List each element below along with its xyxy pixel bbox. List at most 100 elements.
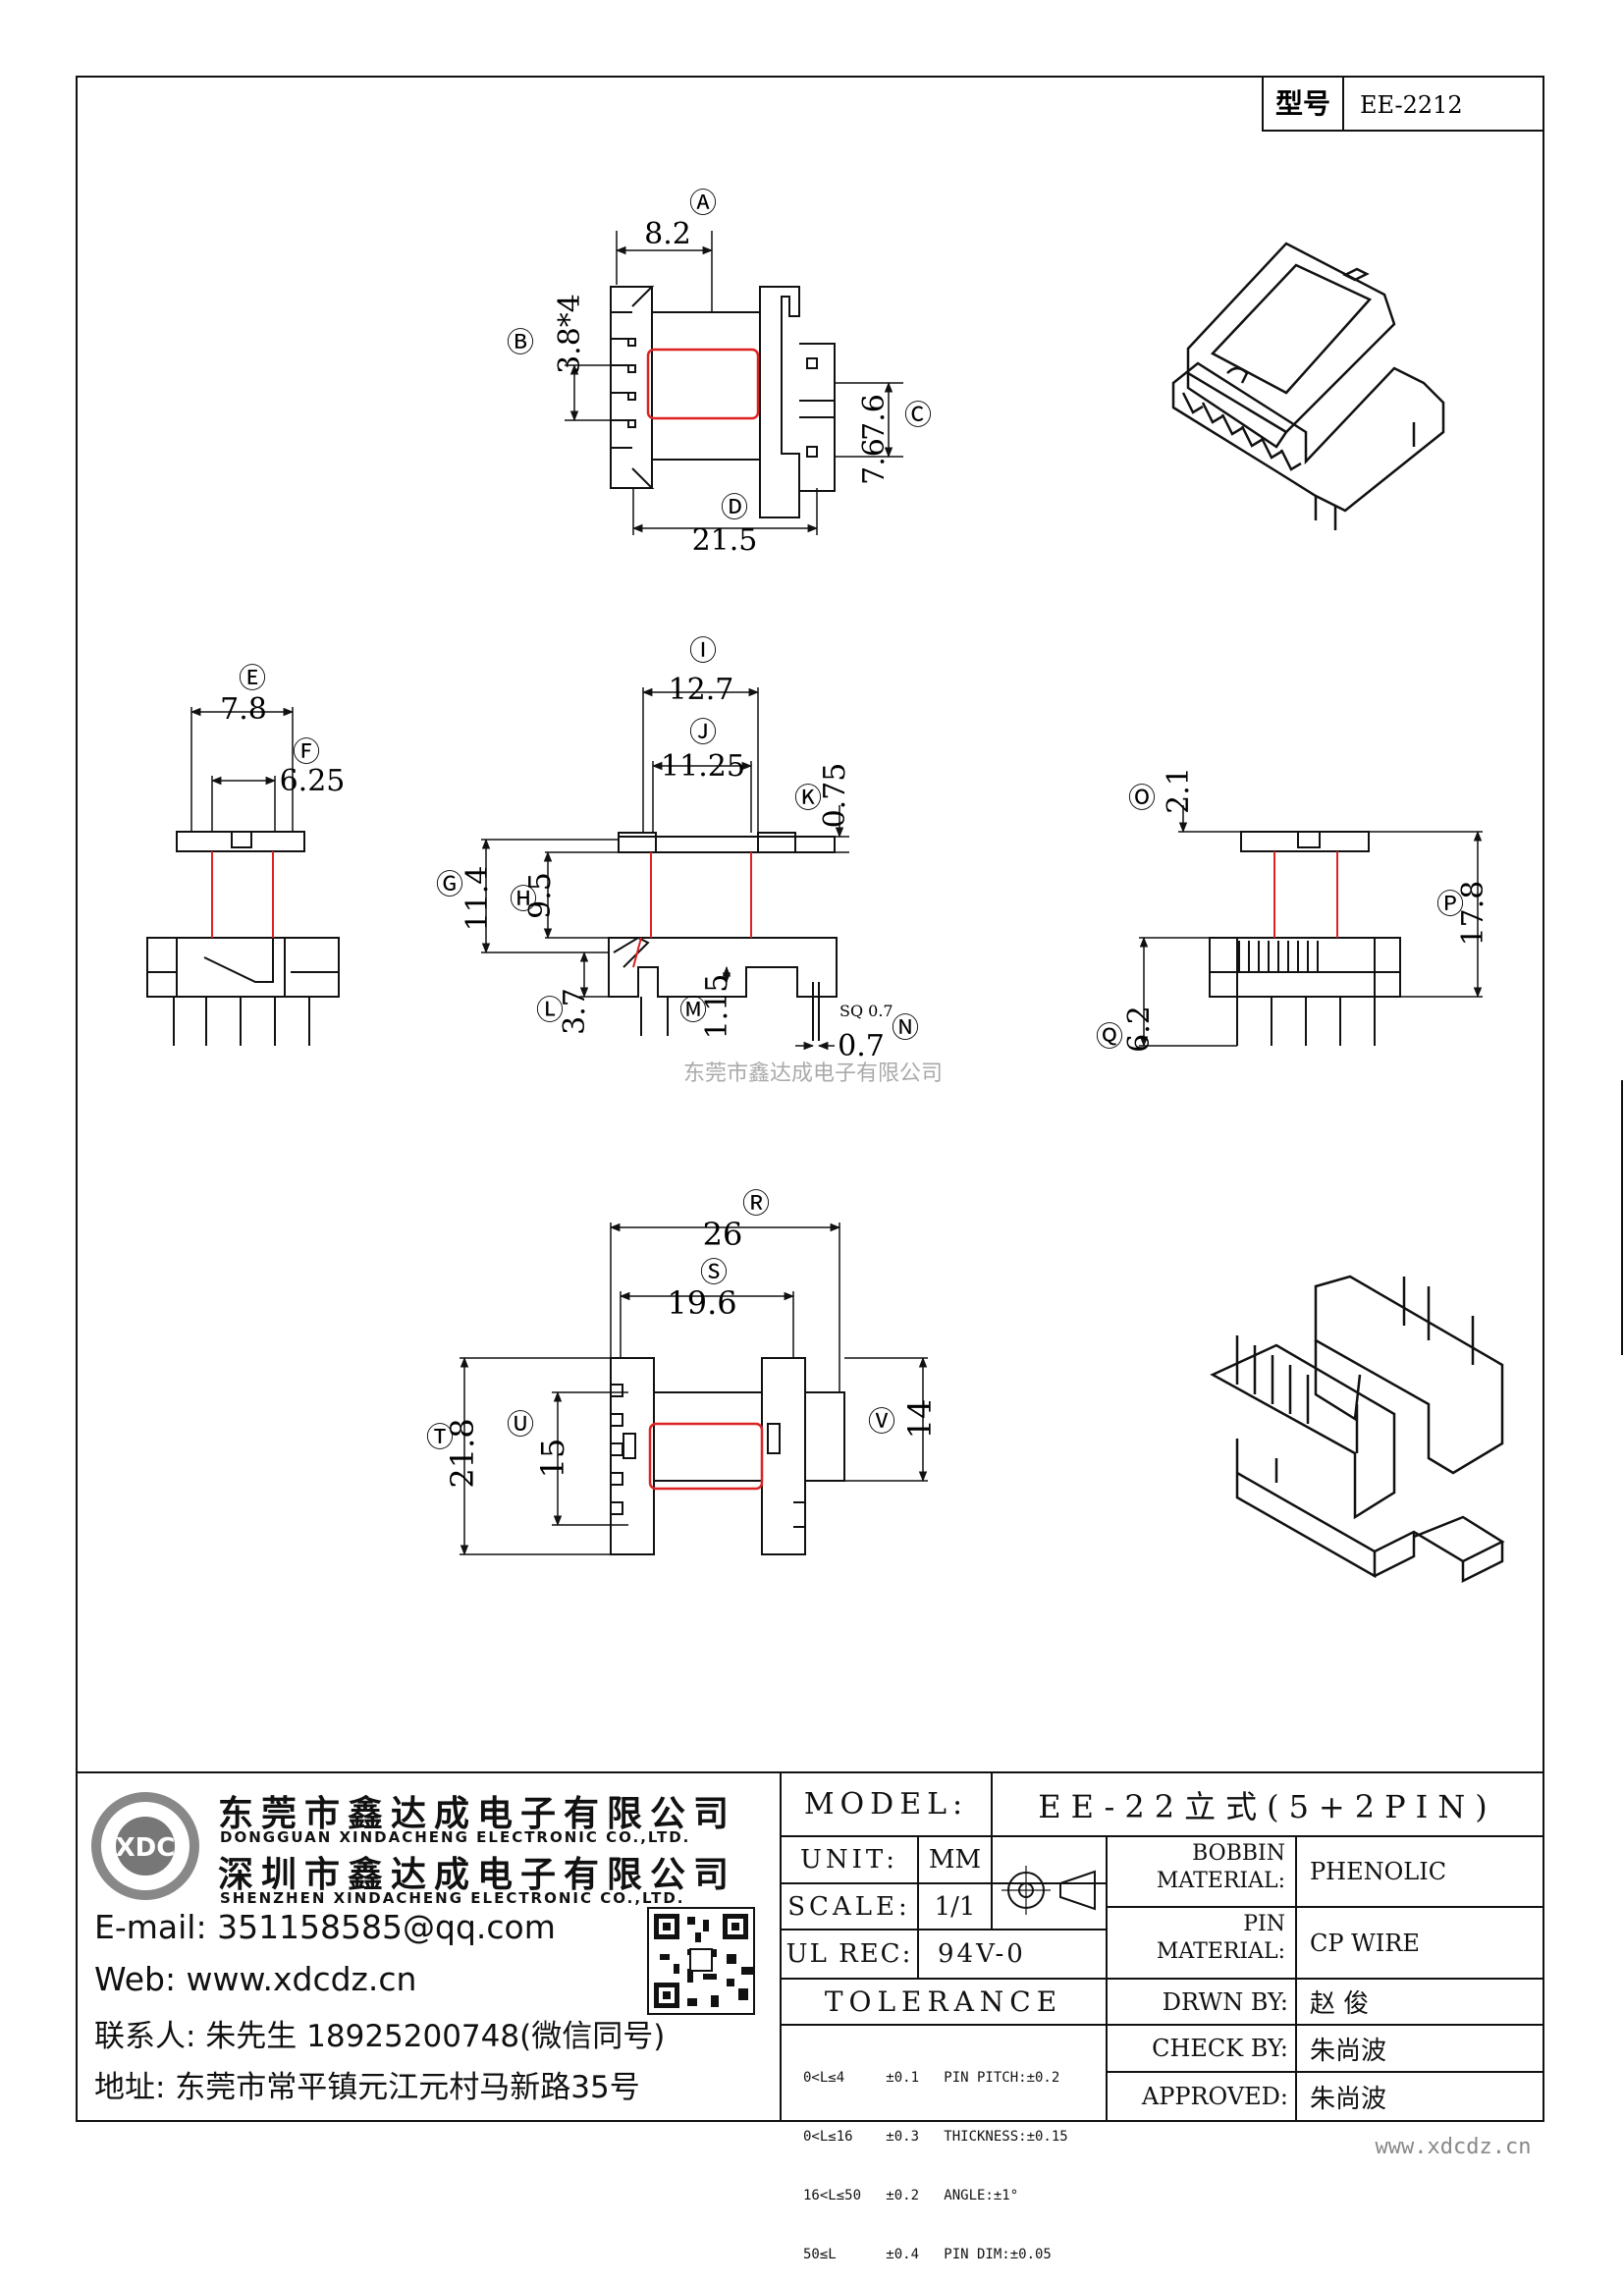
dim-c-label: Ⓒ: [904, 399, 932, 431]
header-model-label: 型号: [1275, 87, 1330, 120]
watermark-text: 东莞市鑫达成电子有限公司: [683, 1061, 943, 1086]
dim-m-value: 1.15: [700, 974, 734, 1040]
dim-a-label: Ⓐ: [689, 187, 717, 219]
dim-k-label: Ⓚ: [794, 782, 822, 814]
dim-b-value: 3.8*4: [553, 294, 587, 374]
tb-check-value: 朱尚波: [1296, 2025, 1543, 2072]
tb-pin-material-label: PIN MATERIAL:: [1107, 1911, 1291, 1978]
dim-m-label: Ⓜ: [679, 994, 707, 1026]
dim-f-label: Ⓕ: [293, 735, 320, 768]
tb-scale-value-text: 1/1: [934, 1891, 976, 1922]
company-name-shenzhen-en-text: SHENZHEN XINDACHENG ELECTRONIC CO.,LTD.: [220, 1889, 685, 1907]
tb-check-label-text: CHECK BY:: [1152, 2035, 1288, 2062]
company-web-text: Web: www.xdcdz.cn: [94, 1960, 417, 1998]
dim-l-label: Ⓛ: [536, 994, 564, 1026]
tb-bobbin-label-line2: MATERIAL:: [1156, 1869, 1285, 1893]
drawing-frame: [76, 76, 1544, 2122]
tb-tolerance-label-text: TOLERANCE: [824, 1985, 1063, 2018]
tb-approved-label: APPROVED:: [1107, 2072, 1296, 2121]
tb-drawn-value-text: 赵 俊: [1310, 1989, 1370, 2019]
tb-tolerance-row: 0<L≤16 ±0.3 THICKNESS:±0.15: [803, 2129, 1068, 2145]
header-model-box: 型号 EE-2212: [1262, 76, 1544, 132]
qr-code: [647, 1907, 755, 2015]
dim-b-label: Ⓑ: [507, 326, 534, 358]
top-view: [565, 231, 903, 535]
company-name-dongguan-en-text: DONGGUAN XINDACHENG ELECTRONIC CO.,LTD.: [220, 1828, 691, 1846]
tb-drawn-value: 赵 俊: [1296, 1979, 1543, 2025]
dim-q-value: 6.2: [1122, 1006, 1157, 1053]
dim-k-value: 0.75: [818, 763, 852, 829]
tb-unit-value: MM: [918, 1836, 992, 1883]
dim-r-value: 26: [703, 1216, 743, 1253]
company-email: E-mail: 351158585@qq.com: [94, 1908, 556, 1946]
tb-unit-label-text: UNIT:: [799, 1845, 899, 1875]
dim-d-label: Ⓓ: [721, 491, 748, 523]
tb-scale-value: 1/1: [918, 1883, 992, 1930]
company-address: 地址: 东莞市常平镇元江元村马新路35号: [94, 2062, 640, 2106]
dim-u-value: 15: [534, 1439, 571, 1479]
tb-tolerance-list: 0<L≤4 ±0.1 PIN PITCH:±0.2 0<L≤16 ±0.3 TH…: [803, 2029, 1103, 2284]
tb-approved-label-text: APPROVED:: [1141, 2083, 1288, 2110]
dim-h-label: Ⓗ: [510, 883, 537, 915]
tb-bobbin-material-value-text: PHENOLIC: [1310, 1858, 1447, 1885]
tb-bobbin-material-value: PHENOLIC: [1296, 1836, 1543, 1907]
tb-bobbin-label-line1: BOBBIN: [1192, 1841, 1285, 1866]
dim-t-value: 21.8: [444, 1418, 481, 1488]
dim-d-value: 21.5: [692, 523, 758, 558]
side-view-left: [146, 707, 340, 1046]
dim-q-label: Ⓠ: [1096, 1020, 1123, 1053]
logo-text: XDC: [116, 1833, 176, 1863]
tb-check-label: CHECK BY:: [1107, 2025, 1296, 2072]
tb-model-label: MODEL:: [781, 1772, 992, 1836]
tb-model-value-text: EE-22立式(5+2PIN): [1038, 1787, 1497, 1825]
tb-model-value: EE-22立式(5+2PIN): [992, 1772, 1543, 1836]
company-logo: XDC: [91, 1792, 199, 1900]
company-contact-text: 联系人: 朱先生 18925200748(微信同号): [94, 2019, 666, 2054]
tb-ulrec-label: UL REC:: [781, 1930, 918, 1979]
tb-scale-label-text: SCALE:: [787, 1891, 911, 1922]
tb-tolerance-row: 0<L≤4 ±0.1 PIN PITCH:±0.2: [803, 2070, 1060, 2086]
dim-r-label: Ⓡ: [742, 1187, 770, 1220]
company-name-shenzhen-en: SHENZHEN XINDACHENG ELECTRONIC CO.,LTD.: [220, 1889, 685, 1907]
technical-drawing: 型号 EE-2212 Ⓐ 8: [76, 76, 1623, 2159]
header-model-value: EE-2212: [1360, 91, 1463, 119]
tb-check-value-text: 朱尚波: [1310, 2036, 1387, 2066]
tb-unit-label: UNIT:: [781, 1836, 918, 1883]
dim-s-label: Ⓢ: [700, 1256, 728, 1288]
tb-tolerance-label: TOLERANCE: [781, 1979, 1107, 2025]
tb-bobbin-material-label: BOBBIN MATERIAL:: [1107, 1840, 1291, 1907]
company-name-dongguan: 东莞市鑫达成电子有限公司: [218, 1785, 736, 1836]
dim-u-label: Ⓤ: [507, 1408, 534, 1441]
dim-g-label: Ⓖ: [436, 868, 463, 900]
dim-j-label: Ⓙ: [689, 716, 717, 748]
dim-n-label: Ⓝ: [892, 1011, 919, 1044]
dim-n-note: SQ 0.7: [839, 1002, 893, 1020]
dim-e-label: Ⓔ: [239, 662, 266, 694]
tb-tolerance-row: 50≤L ±0.4 PIN DIM:±0.05: [803, 2247, 1052, 2262]
dim-f-value: 6.25: [280, 764, 346, 798]
tb-drawn-label-text: DRWN BY:: [1162, 1987, 1288, 2016]
dim-c-value-1: 7.6: [857, 394, 892, 441]
company-address-text: 地址: 东莞市常平镇元江元村马新路35号: [94, 2070, 640, 2105]
dim-o-label: Ⓞ: [1128, 782, 1156, 814]
tb-pin-label-line1: PIN: [1243, 1912, 1285, 1936]
dim-v-label: Ⓥ: [868, 1405, 895, 1438]
tb-pin-label-line2: MATERIAL:: [1156, 1939, 1285, 1964]
bottom-view: [460, 1223, 928, 1556]
company-web: Web: www.xdcdz.cn: [94, 1960, 416, 1998]
dim-j-value: 11.25: [661, 749, 745, 784]
footer-url: www.xdcdz.cn: [1376, 2135, 1532, 2159]
tb-ulrec-label-text: UL REC:: [785, 1939, 913, 1969]
dim-i-label: Ⓘ: [689, 634, 717, 667]
dim-h-value: 9.5: [523, 872, 558, 919]
dim-t-label: Ⓣ: [426, 1421, 454, 1453]
tb-model-label-text: MODEL:: [803, 1787, 969, 1822]
tb-approved-value-text: 朱尚波: [1310, 2084, 1387, 2114]
dim-p-value: 17.8: [1456, 881, 1490, 947]
dim-c-value-2: 7.6: [857, 438, 892, 485]
dim-o-value: 2.1: [1162, 767, 1196, 814]
title-block-grid: [780, 1772, 1543, 2121]
company-contact: 联系人: 朱先生 18925200748(微信同号): [94, 2011, 665, 2055]
iso-view-top: [1171, 242, 1445, 530]
company-name-dongguan-en: DONGGUAN XINDACHENG ELECTRONIC CO.,LTD.: [220, 1828, 690, 1846]
